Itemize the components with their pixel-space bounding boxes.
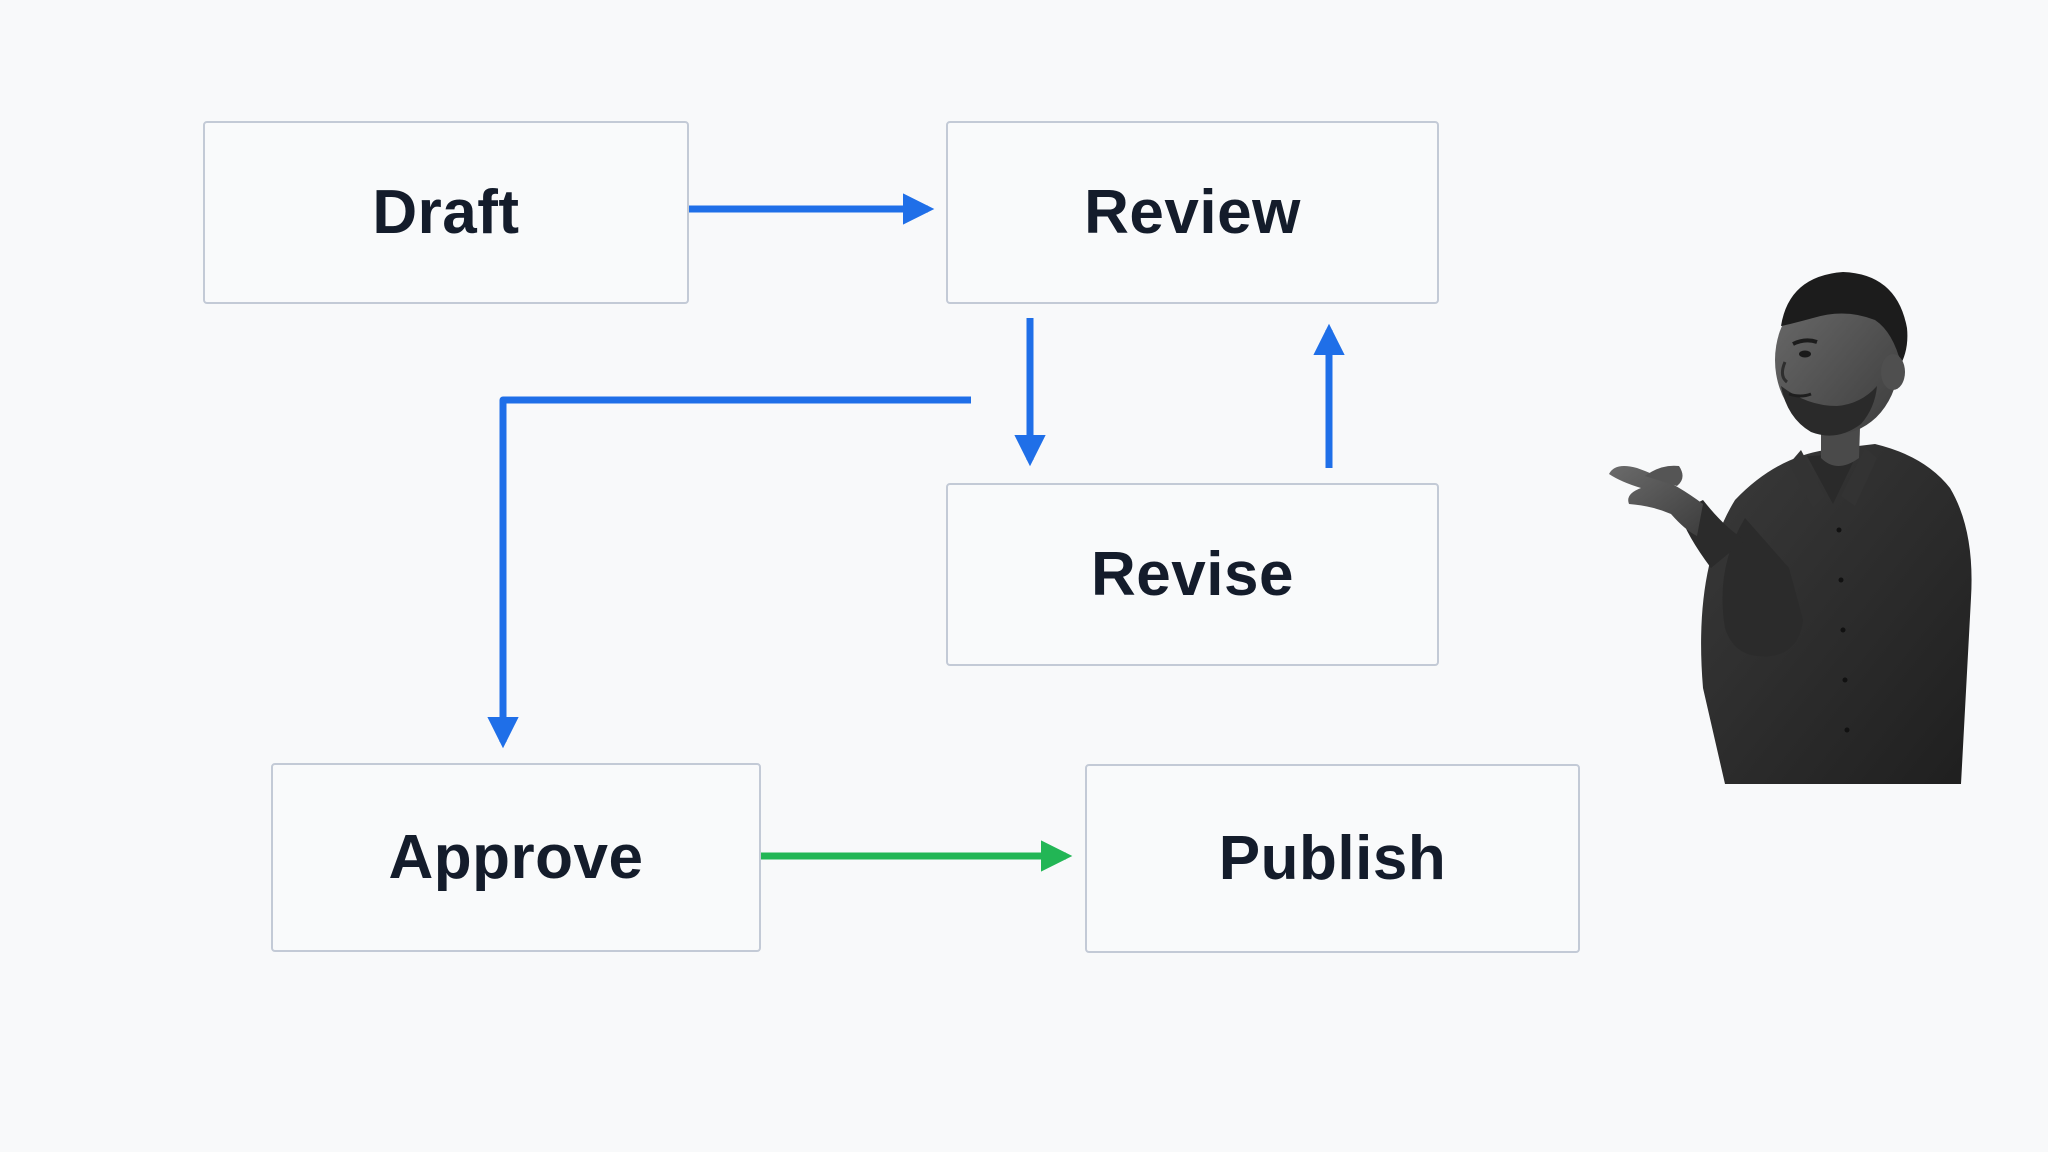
node-label-review: Review bbox=[1084, 178, 1301, 247]
node-draft: Draft bbox=[203, 121, 689, 304]
presenter-person-gesturing-icon bbox=[1609, 272, 1972, 784]
node-label-revise: Revise bbox=[1091, 540, 1294, 609]
arrow-review-to-approve bbox=[487, 396, 971, 749]
node-approve: Approve bbox=[271, 763, 761, 952]
node-publish: Publish bbox=[1085, 764, 1580, 953]
node-review: Review bbox=[946, 121, 1439, 304]
node-revise: Revise bbox=[946, 483, 1439, 666]
node-label-publish: Publish bbox=[1218, 824, 1447, 893]
node-label-approve: Approve bbox=[388, 823, 644, 892]
node-label-draft: Draft bbox=[372, 178, 520, 247]
